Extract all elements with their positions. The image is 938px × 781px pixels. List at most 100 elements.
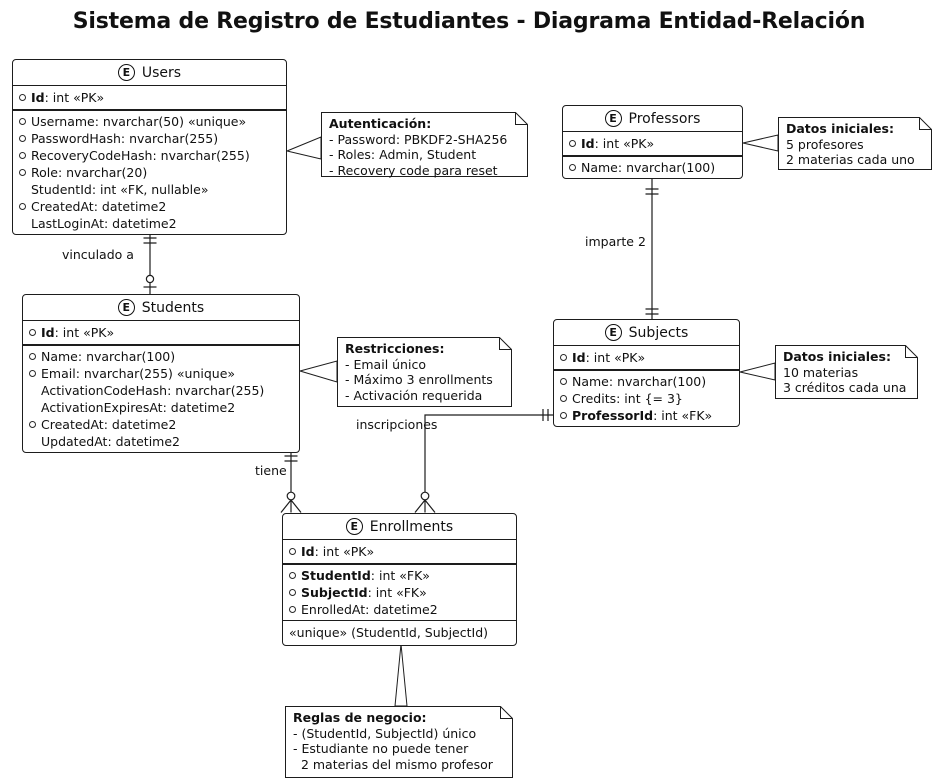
note-line: 2 materias del mismo profesor xyxy=(293,756,493,772)
entity-subjects: E Subjects Id : int «PK» Name : nvarchar… xyxy=(553,319,740,427)
note-connector-restrictions xyxy=(298,360,338,383)
exactly-one-marker xyxy=(542,409,549,421)
note-line: - (StudentId, SubjectId) único xyxy=(293,725,477,741)
entity-title: Enrollments xyxy=(369,518,454,535)
entity-constraint-row: «unique» (StudentId, SubjectId) xyxy=(283,620,516,645)
field-name: PasswordHash xyxy=(31,131,121,146)
field-bullet-icon xyxy=(29,329,36,336)
note-connector-auth xyxy=(285,136,322,160)
relationship-label-imparte-2: imparte 2 xyxy=(585,234,646,249)
note-reglas-de-negocio: Reglas de negocio: - (StudentId, Subject… xyxy=(285,706,513,772)
field-bullet-icon xyxy=(560,378,567,385)
field-name: Id xyxy=(572,350,586,365)
field-row: RecoveryCodeHash : nvarchar(255) xyxy=(13,147,286,164)
note-line: 2 materias cada uno xyxy=(786,152,915,167)
entity-professors: E Professors Id : int «PK» Name : nvarch… xyxy=(562,105,743,179)
field-type: : nvarchar(100) xyxy=(608,374,707,389)
note-line: 10 materias xyxy=(783,364,859,380)
field-row: UpdatedAt : datetime2 xyxy=(23,433,299,450)
field-row: EnrolledAt : datetime2 xyxy=(283,601,516,618)
field-row: Role : nvarchar(20) xyxy=(13,164,286,181)
note-shape-restrictions xyxy=(337,337,512,407)
entity-header: E Professors xyxy=(563,106,742,132)
field-row: ProfessorId : int «FK» xyxy=(554,407,739,424)
entity-header: E Subjects xyxy=(554,320,739,346)
field-name: Name xyxy=(41,349,78,364)
entity-pk-section: Id : int «PK» xyxy=(13,86,286,111)
field-row: Id : int «PK» xyxy=(23,324,299,341)
field-type: : nvarchar(255) xyxy=(120,131,219,146)
note-line: - Recovery code para reset xyxy=(329,162,498,178)
exactly-one-marker xyxy=(645,308,659,315)
note-lines: - Email único- Máximo 3 enrollments- Act… xyxy=(345,357,512,404)
field-bullet-icon xyxy=(19,135,26,142)
entity-fields-section: Username : nvarchar(50) «unique» Passwor… xyxy=(13,111,286,234)
field-row: StudentId : int «FK, nullable» xyxy=(13,181,286,198)
field-row: Id : int «PK» xyxy=(13,89,286,106)
note-fold-icon xyxy=(500,707,513,719)
field-name: EnrolledAt xyxy=(301,602,366,617)
relationship-label-vinculado-a: vinculado a xyxy=(62,247,134,262)
crows-foot-marker xyxy=(414,499,436,513)
field-row: CreatedAt : datetime2 xyxy=(23,416,299,433)
field-name: LastLoginAt xyxy=(31,216,104,231)
field-type: : nvarchar(255) «unique» xyxy=(75,366,236,381)
field-name: SubjectId xyxy=(301,585,368,600)
field-row: PasswordHash : nvarchar(255) xyxy=(13,130,286,147)
entity-header: E Enrollments xyxy=(283,514,516,540)
field-type: : datetime2 xyxy=(107,434,181,449)
field-row: Credits : int {= 3} xyxy=(554,390,739,407)
field-name: Username xyxy=(31,114,95,129)
entity-pk-section: Id : int «PK» xyxy=(554,346,739,371)
field-name: Id xyxy=(581,136,595,151)
crows-foot-marker xyxy=(280,499,302,513)
note-restricciones: Restricciones: - Email único- Máximo 3 e… xyxy=(337,337,512,403)
field-row: Username : nvarchar(50) «unique» xyxy=(13,113,286,130)
note-shape-subjects-seed xyxy=(775,345,918,399)
entity-icon: E xyxy=(604,110,622,127)
field-bullet-icon xyxy=(569,164,576,171)
field-type: : nvarchar(50) «unique» xyxy=(94,114,247,129)
note-line: - Password: PBKDF2-SHA256 xyxy=(329,131,508,147)
note-shapes xyxy=(285,112,932,778)
field-bullet-icon xyxy=(560,412,567,419)
note-line: 5 profesores xyxy=(786,136,864,152)
note-title: Autenticación: xyxy=(329,116,432,131)
field-name: ProfessorId xyxy=(572,408,654,423)
entity-fields-section: Name : nvarchar(100) Credits : int {= 3}… xyxy=(554,371,739,426)
entity-icon: E xyxy=(345,518,363,535)
entity-pk-section: Id : int «PK» xyxy=(563,132,742,157)
zero-circle-marker xyxy=(286,491,296,501)
entity-users: E Users Id : int «PK» Username : nvarcha… xyxy=(12,59,287,235)
field-bullet-icon xyxy=(19,94,26,101)
field-name: Id xyxy=(301,544,315,559)
entity-pk-section: Id : int «PK» xyxy=(283,540,516,565)
entity-icon: E xyxy=(117,299,135,316)
note-lines: - (StudentId, SubjectId) único- Estudian… xyxy=(293,726,513,773)
field-type: : nvarchar(255) xyxy=(152,148,250,163)
field-bullet-icon xyxy=(29,421,36,428)
field-type: : nvarchar(100) xyxy=(77,349,176,364)
note-line: - Máximo 3 enrollments xyxy=(345,372,493,387)
field-name: StudentId xyxy=(301,568,371,583)
field-row: Email : nvarchar(255) «unique» xyxy=(23,365,299,382)
note-fold-icon xyxy=(905,346,918,358)
field-type: : int «FK» xyxy=(653,408,713,423)
note-autenticacion: Autenticación: - Password: PBKDF2-SHA256… xyxy=(321,112,528,178)
field-bullet-icon xyxy=(560,395,567,402)
entity-title: Professors xyxy=(628,110,701,127)
field-name: Name xyxy=(581,160,618,175)
field-type: : datetime2 xyxy=(103,417,177,432)
field-name: CreatedAt xyxy=(41,417,104,432)
entity-title: Users xyxy=(141,64,182,81)
field-bullet-icon xyxy=(19,152,26,159)
field-bullet-icon xyxy=(19,203,26,210)
entity-title: Students xyxy=(141,299,205,316)
field-row: StudentId : int «FK» xyxy=(283,567,516,584)
diagram-title: Sistema de Registro de Estudiantes - Dia… xyxy=(72,9,866,34)
note-line: - Estudiante no puede tener xyxy=(293,741,469,756)
field-name: Id xyxy=(41,325,55,340)
field-name: StudentId xyxy=(31,182,92,197)
